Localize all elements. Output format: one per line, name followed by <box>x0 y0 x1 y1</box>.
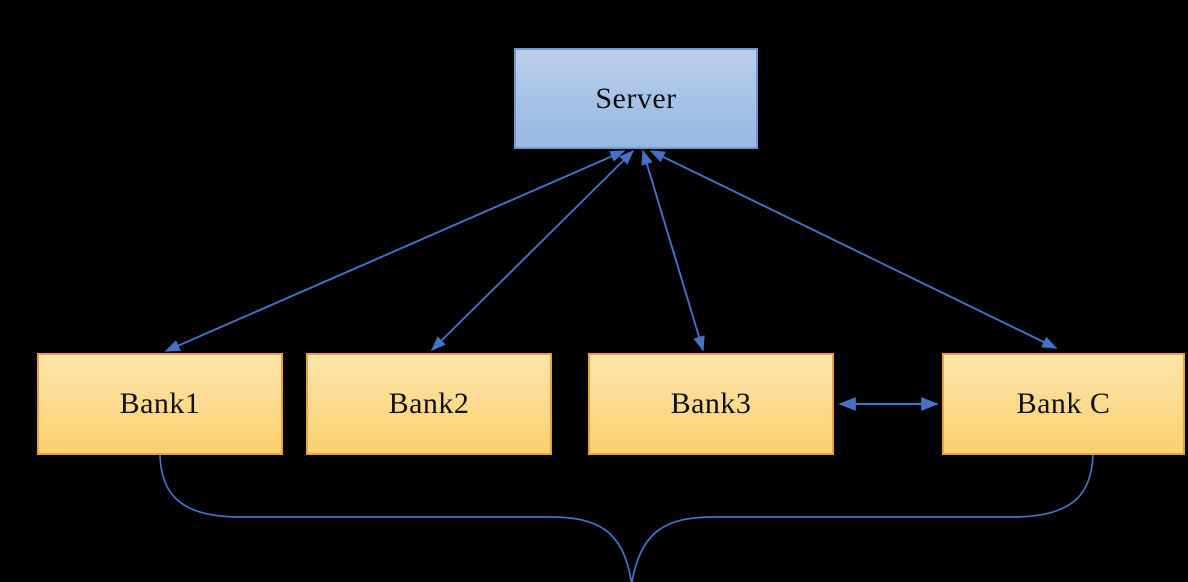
server-bank1-arrow <box>164 150 626 352</box>
bank3-node: Bank3 <box>588 353 834 455</box>
bank1-node: Bank1 <box>37 353 283 455</box>
bankc-label: Bank C <box>1016 387 1111 420</box>
bank3-label: Bank3 <box>670 387 752 420</box>
server-label: Server <box>595 81 677 115</box>
server-bank3-arrow <box>641 149 705 352</box>
banks-group-brace <box>159 453 1094 582</box>
bank2-node: Bank2 <box>306 353 552 455</box>
server-node: Server <box>514 48 758 149</box>
server-bank2-arrow <box>430 149 635 352</box>
server-bankc-arrow <box>649 150 1058 349</box>
bank2-label: Bank2 <box>388 387 470 420</box>
bankc-node: Bank C <box>942 353 1185 455</box>
bank1-label: Bank1 <box>119 387 201 420</box>
